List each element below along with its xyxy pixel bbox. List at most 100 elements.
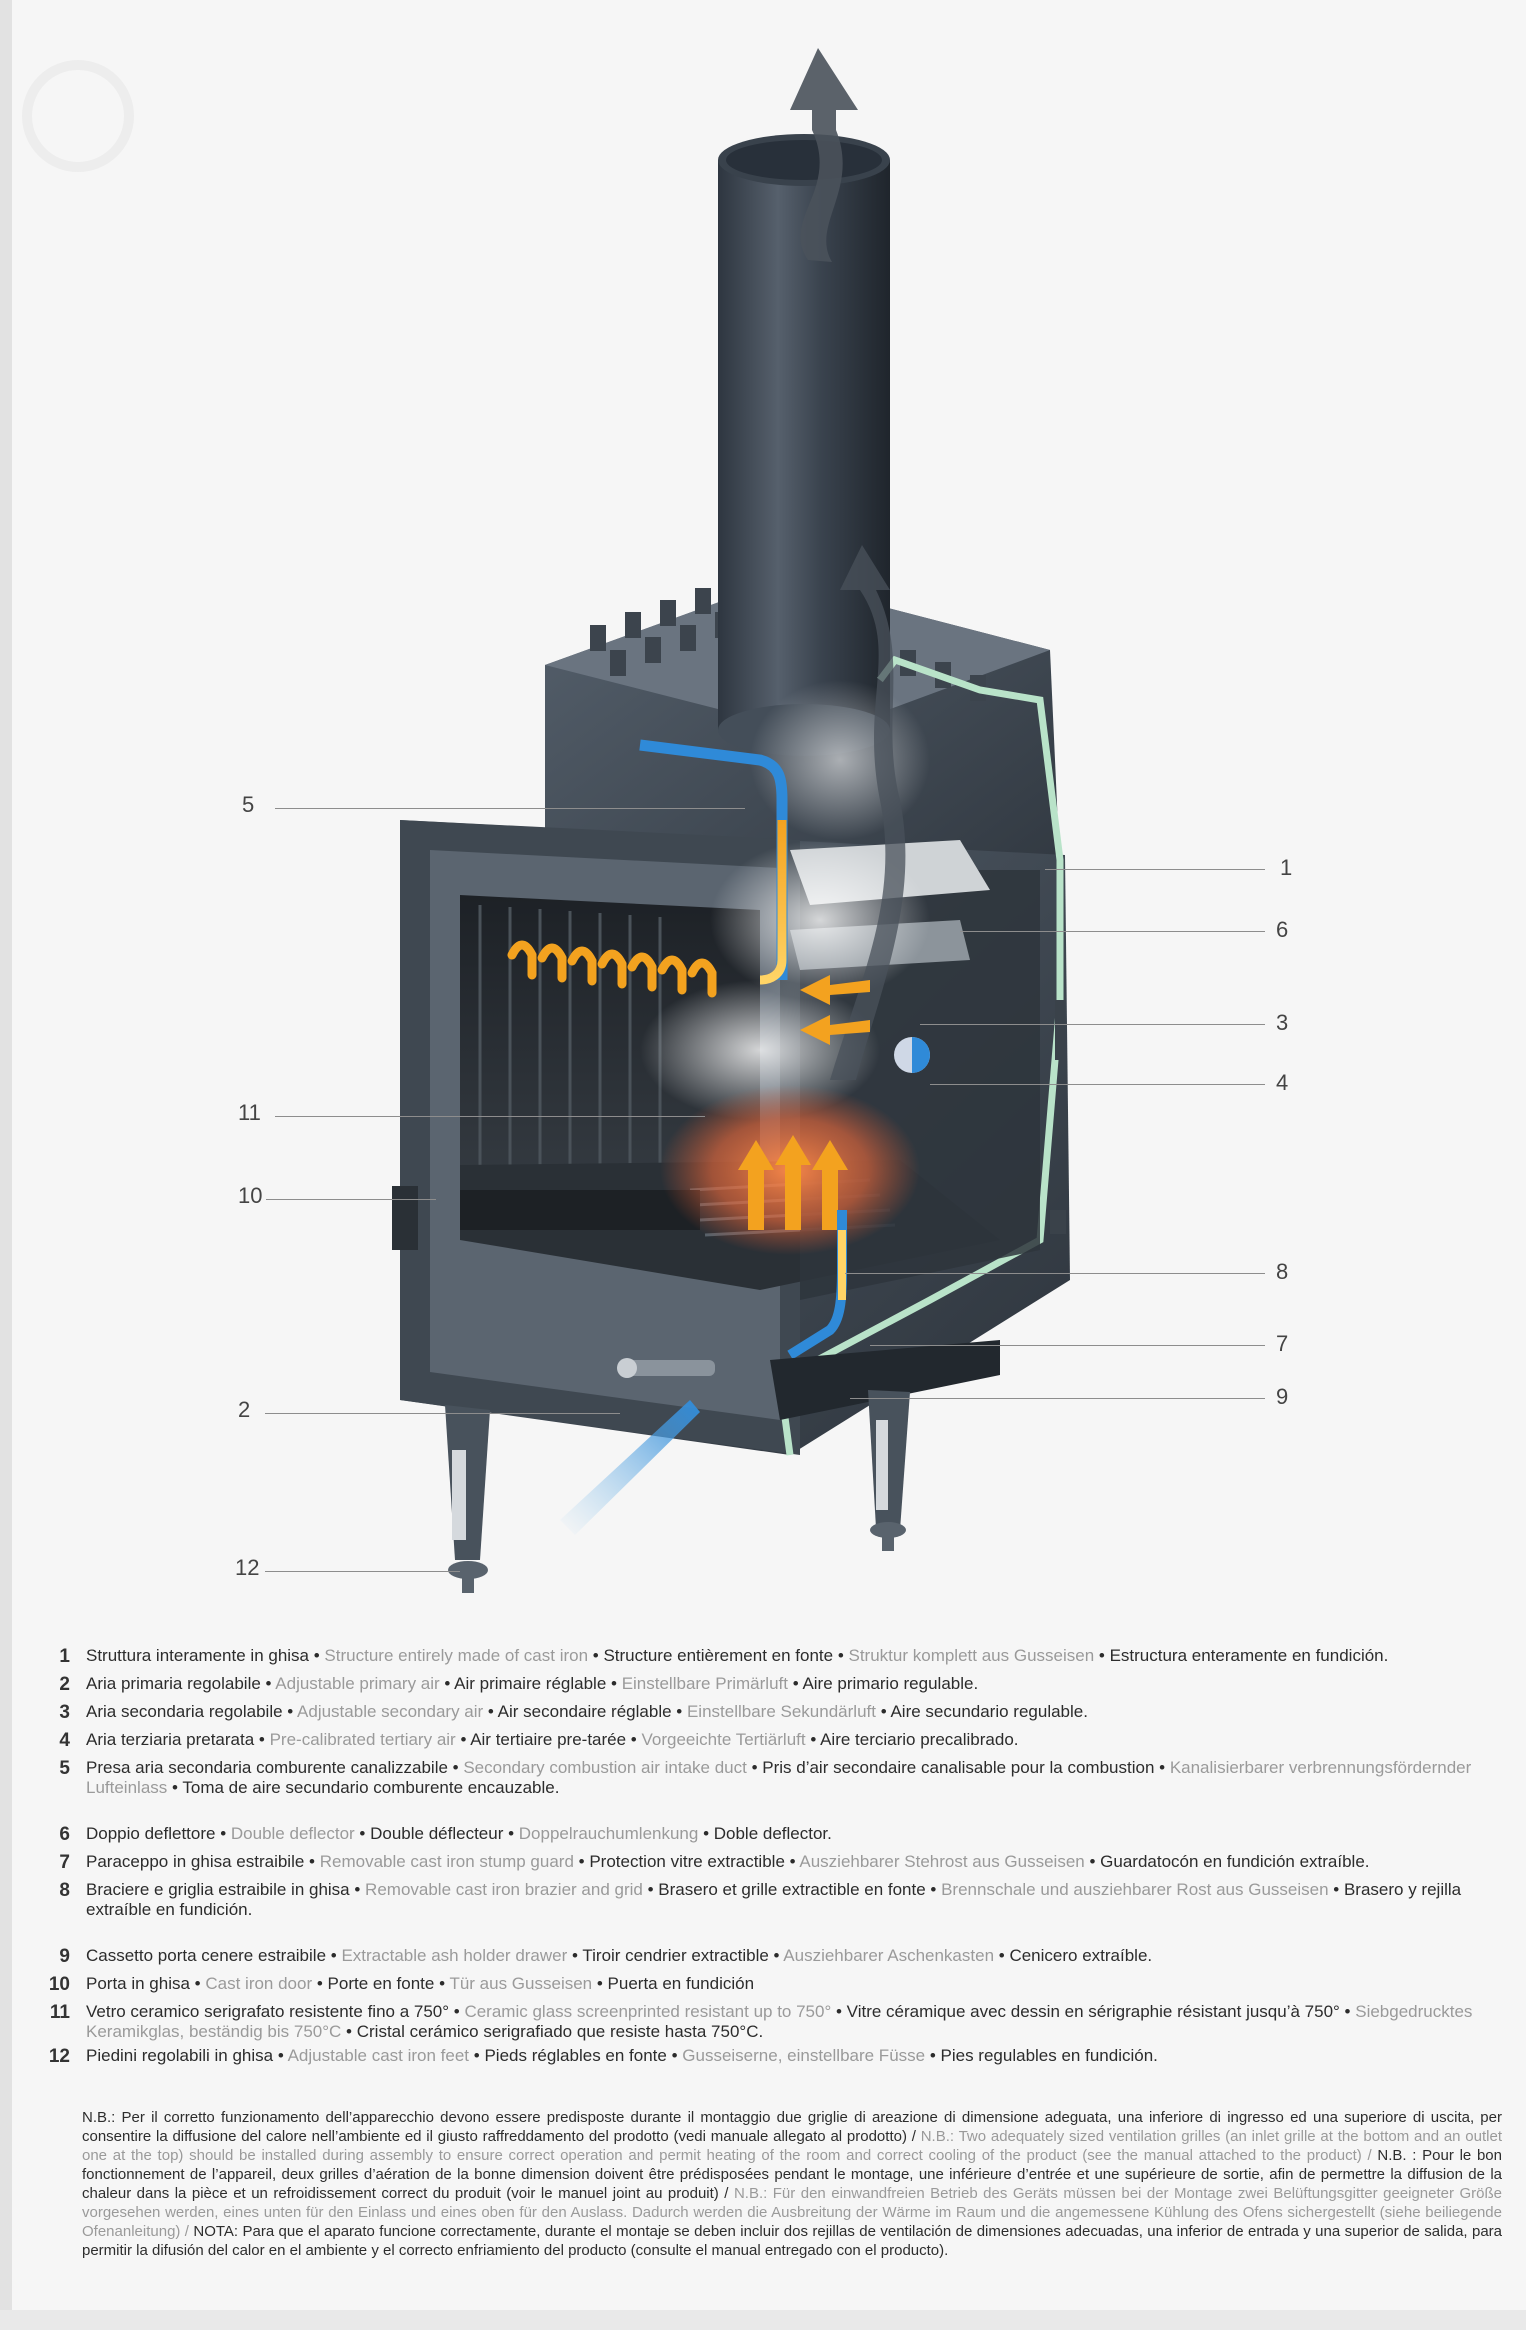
bullet-separator: • (833, 1646, 849, 1665)
legend-language-2: Air tertiaire pre-tarée (470, 1730, 627, 1749)
legend-number: 4 (59, 1730, 70, 1751)
callout-9: 9 (1276, 1384, 1289, 1409)
legend-language-1: Adjustable cast iron feet (287, 2046, 470, 2065)
bullet-separator: • (831, 2002, 847, 2021)
bullet-separator: • (273, 2046, 288, 2065)
legend-description: Porta in ghisa • Cast iron door • Porte … (86, 1974, 1506, 1994)
legend-language-4: Aire secundario regulable. (890, 1702, 1088, 1721)
legend-number: 8 (59, 1880, 70, 1901)
legend-number: 2 (59, 1674, 70, 1695)
callout-5: 5 (242, 792, 255, 817)
legend-description: Aria terziaria pretarata • Pre-calibrate… (86, 1730, 1506, 1750)
bullet-separator: • (768, 1946, 784, 1965)
legend-description: Vetro ceramico serigrafato resistente fi… (86, 2002, 1506, 2042)
leader-line-7 (870, 1345, 1265, 1346)
bullet-separator: • (925, 1880, 942, 1899)
legend-number: 9 (59, 1946, 70, 1967)
bullet-separator: • (260, 1674, 276, 1693)
legend-language-0: Piedini regolabili in ghisa (86, 2046, 274, 2065)
legend-language-1: Adjustable secondary air (297, 1702, 484, 1721)
legend-language-2: Pieds réglables en fonte (484, 2046, 667, 2065)
legend-language-1: Adjustable primary air (275, 1674, 440, 1693)
legend-number: 6 (59, 1824, 70, 1845)
legend-language-3: Brennschale und ausziehbarer Rost aus Gu… (941, 1880, 1329, 1899)
callout-6: 6 (1276, 917, 1289, 942)
legend-number: 5 (59, 1758, 70, 1779)
bullet-separator: • (167, 1778, 183, 1797)
leader-line-4 (930, 1084, 1265, 1085)
legend-language-0: Aria terziaria pretarata (86, 1730, 255, 1749)
leader-line-9 (850, 1398, 1265, 1399)
callout-8: 8 (1276, 1259, 1289, 1284)
legend-language-4: Pies regulables en fundición. (940, 2046, 1158, 2065)
bullet-separator: • (503, 1824, 519, 1843)
bullet-separator: • (805, 1730, 821, 1749)
note-english: N.B.: Two adequately sized ventilation g… (82, 2128, 1502, 2164)
legend-language-3: Gusseiserne, einstellbare Füsse (682, 2046, 926, 2065)
callout-7: 7 (1276, 1331, 1289, 1356)
legend-description: Piedini regolabili in ghisa • Adjustable… (86, 2046, 1506, 2066)
bullet-separator: • (483, 1702, 498, 1721)
bullet-separator: • (746, 1758, 763, 1777)
bullet-separator: • (1094, 1646, 1110, 1665)
note-french: N.B. : Pour le bon fonctionnement de l’a… (82, 2147, 1502, 2202)
legend-language-0: Presa aria secondaria comburente canaliz… (86, 1758, 448, 1777)
bullet-separator: • (626, 1730, 642, 1749)
bullet-separator: • (606, 1674, 622, 1693)
legend-description: Struttura interamente in ghisa • Structu… (86, 1646, 1506, 1666)
legend-description: Braciere e griglia estraibile in ghisa •… (86, 1880, 1506, 1920)
legend-language-1: Double deflector (230, 1824, 355, 1843)
legend-number: 12 (48, 2046, 70, 2067)
legend-language-1: Removable cast iron brazier and grid (365, 1880, 643, 1899)
bullet-separator: • (449, 2002, 465, 2021)
legend-language-3: Struktur komplett aus Gusseisen (848, 1646, 1095, 1665)
legend-language-3: Ausziehbarer Aschenkasten (783, 1946, 995, 1965)
legend-language-4: Aire primario regulable. (802, 1674, 979, 1693)
bullet-separator: • (1339, 2002, 1356, 2021)
legend-language-2: Vitre céramique avec dessin en sérigraph… (846, 2002, 1340, 2021)
callout-2: 2 (238, 1397, 251, 1422)
leader-line-11 (275, 1116, 705, 1117)
legend-description: Aria secondaria regolabile • Adjustable … (86, 1702, 1506, 1722)
legend-language-1: Cast iron door (205, 1974, 313, 1993)
legend-language-4: Brasero y rejilla extraíble en fundición… (86, 1880, 1462, 1919)
bullet-separator: • (309, 1646, 325, 1665)
page-bottom-edge (0, 2310, 1526, 2330)
bullet-separator: • (671, 1702, 687, 1721)
legend-language-3: Einstellbare Primärluft (621, 1674, 788, 1693)
legend-language-3: Einstellbare Sekundärluft (686, 1702, 876, 1721)
legend-language-2: Protection vitre extractible (589, 1852, 785, 1871)
legend-description: Doppio deflettore • Double deflector • D… (86, 1824, 1506, 1844)
bullet-separator: • (1154, 1758, 1170, 1777)
legend-language-1: Pre-calibrated tertiary air (269, 1730, 456, 1749)
leader-line-3 (920, 1024, 1265, 1025)
legend-language-2: Air primaire réglable (454, 1674, 607, 1693)
bullet-separator: • (312, 1974, 328, 1993)
bullet-separator: • (567, 1946, 583, 1965)
legend-language-2: Brasero et grille extractible en fonte (658, 1880, 926, 1899)
leader-line-12 (265, 1571, 460, 1572)
legend-language-0: Aria secondaria regolabile (86, 1702, 283, 1721)
leader-line-2 (265, 1413, 620, 1414)
page-edge (0, 0, 12, 2330)
bullet-separator: • (994, 1946, 1010, 1965)
callout-1: 1 (1280, 855, 1293, 880)
note-german: N.B.: Für den einwandfreien Betrieb des … (82, 2185, 1502, 2240)
note-spanish: NOTA: Para que el aparato funcione corre… (82, 2223, 1502, 2259)
legend-language-0: Paraceppo in ghisa estraibile (86, 1852, 305, 1871)
note-italian: N.B.: Per il corretto funzionamento dell… (82, 2109, 1502, 2145)
bullet-separator: • (254, 1730, 270, 1749)
bullet-separator: • (447, 1758, 464, 1777)
legend-language-4: Cristal cerámico serigrafiado que resist… (356, 2022, 764, 2041)
legend-language-2: Pris d’air secondaire canalisable pour l… (762, 1758, 1155, 1777)
show-through-logo (22, 60, 134, 172)
bullet-separator: • (666, 2046, 683, 2065)
bullet-separator: • (469, 2046, 485, 2065)
legend-language-0: Struttura interamente in ghisa (86, 1646, 310, 1665)
bullet-separator: • (189, 1974, 206, 1993)
bullet-separator: • (698, 1824, 714, 1843)
legend-language-4: Doble deflector. (713, 1824, 832, 1843)
leader-line-5 (275, 808, 745, 809)
bullet-separator: • (573, 1852, 590, 1871)
legend-language-2: Structure entièrement en fonte (603, 1646, 834, 1665)
